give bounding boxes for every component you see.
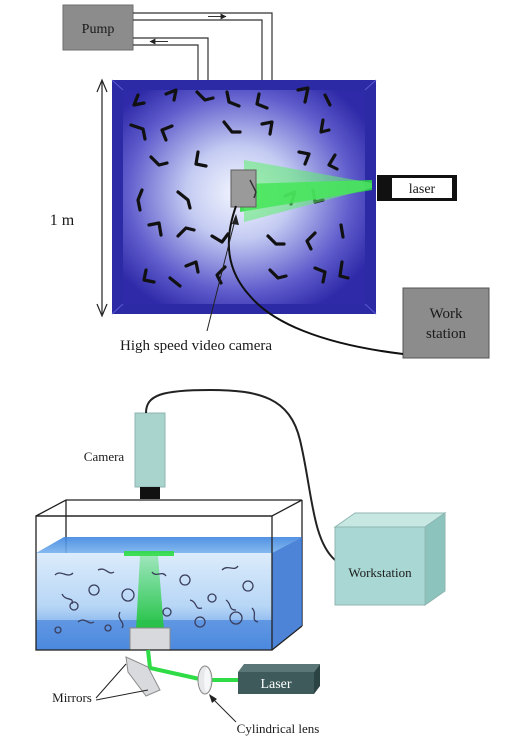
- fiber: [339, 223, 345, 239]
- pump-label: Pump: [82, 22, 115, 37]
- fiber: [327, 153, 339, 171]
- pump-box: Pump: [62, 4, 134, 51]
- camera-label: Camera: [84, 449, 125, 464]
- pipe-inner: [133, 37, 209, 81]
- fiber: [132, 93, 146, 107]
- fiber: [136, 188, 144, 212]
- workstation-label-side: Workstation: [348, 565, 412, 580]
- fiber: [225, 90, 241, 108]
- high-speed-camera: [230, 169, 257, 208]
- fiber: [176, 190, 192, 210]
- fiber: [149, 155, 169, 167]
- fiber: [297, 150, 311, 166]
- fiber: [129, 123, 147, 141]
- fiber: [323, 93, 332, 107]
- dimension-label: 1 m: [50, 212, 75, 229]
- workstation-label-top-1: Work: [430, 306, 463, 322]
- laser-box-side: Laser: [238, 664, 320, 694]
- bottom-diagram: Camera: [35, 388, 447, 736]
- laser-sheet-top: [240, 160, 372, 222]
- cylindrical-lens: [197, 665, 213, 695]
- fiber: [268, 268, 288, 280]
- fiber: [147, 221, 163, 237]
- top-diagram: Pump 1 m: [50, 4, 490, 359]
- lens-callout: Cylindrical lens: [209, 694, 319, 736]
- fiber: [184, 260, 200, 274]
- fiber: [222, 120, 242, 134]
- fiber: [313, 266, 327, 284]
- camera-caption-label: High speed video camera: [120, 338, 272, 354]
- workstation-box-side: Workstation: [333, 512, 447, 606]
- suspended-particles: [54, 565, 259, 634]
- fiber: [338, 260, 350, 280]
- tank-front-frame: [35, 515, 303, 651]
- laser-label-side: Laser: [260, 677, 291, 692]
- pipe-inner-inner: [133, 44, 199, 81]
- pipe-outer-inner: [133, 19, 263, 81]
- lens-label: Cylindrical lens: [237, 721, 320, 736]
- workstation-label-top-2: station: [426, 326, 466, 342]
- fiber: [305, 231, 317, 251]
- fiber: [319, 118, 331, 134]
- laser-box-top: laser: [377, 175, 457, 201]
- camera-cable-top: [227, 205, 404, 355]
- fiber: [210, 232, 230, 244]
- fiber: [195, 90, 215, 102]
- fiber: [168, 276, 182, 288]
- laser-label-top: laser: [409, 182, 436, 197]
- pump-pipes: [133, 12, 273, 81]
- fiber: [255, 92, 269, 110]
- fiber: [160, 124, 174, 142]
- fiber: [296, 86, 310, 104]
- mirrors-callout: Mirrors: [52, 663, 149, 705]
- camera-caption: High speed video camera: [120, 214, 272, 354]
- camera-detail: [249, 179, 257, 199]
- camera-side: Camera: [84, 412, 166, 499]
- mirror-plate: [129, 627, 171, 651]
- fiber: [142, 268, 156, 284]
- fiber: [266, 234, 286, 246]
- laser-beam-path: [146, 649, 238, 682]
- camera-cable-side: [145, 388, 336, 561]
- laser-beam-glow: [244, 160, 372, 222]
- mirrors: [125, 656, 161, 697]
- workstation-box-top: Work station: [402, 287, 490, 359]
- pipe-outer: [133, 12, 273, 81]
- fiber: [194, 150, 208, 168]
- fiber: [164, 88, 178, 102]
- fiber: [176, 226, 196, 238]
- fiber: [260, 120, 274, 136]
- mirrors-label: Mirrors: [52, 690, 92, 705]
- dimension-arrow: 1 m: [50, 78, 108, 318]
